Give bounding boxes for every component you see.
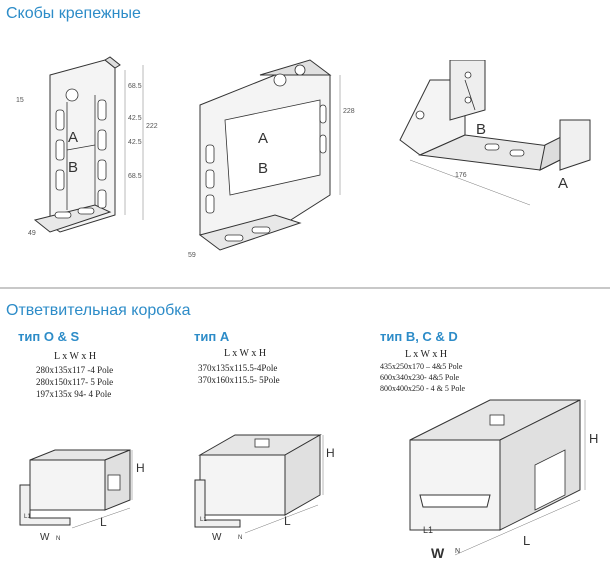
box-os-spec-1: 280x135x117 -4 Pole [36,365,114,375]
bracket-1-label-b: B [68,159,78,176]
box-a-title: тип A [194,329,230,344]
box-a-bracket [194,479,241,528]
bracket-3-slot [484,143,500,151]
box-bcd-spec-3: 800x400x250 - 4 & 5 Pole [380,384,466,393]
bracket-2-label-b: B [258,160,268,177]
box-os-spec-3: 197x135x 94- 4 Pole [36,389,112,399]
box-os-spec-2: 280x150x117- 5 Pole [36,377,114,387]
bracket-1-height-dim: 222 [146,123,158,130]
bracket-3-back-plate [449,60,486,121]
box-os-bracket [19,484,71,526]
box-a-spec-1: 370x135x115.5-4Pole [198,363,278,373]
box-os-label-h: H [136,461,145,475]
bracket-1-dim-2: 42.5 [128,115,142,122]
box-os-label-l1: L1 [24,514,31,520]
section-title-junction-box: Ответвительная коробка [6,302,191,319]
bracket-1-dim-4: 68.5 [128,173,142,180]
bracket-2-slot [205,144,215,164]
box-os-window [107,474,121,491]
bracket-2-bottom-dim: 59 [188,252,196,259]
bracket-3-hole [464,96,472,104]
box-bcd-title: тип B, C & D [380,329,458,344]
bracket-1-dim-3: 42.5 [128,139,142,146]
box-a-label-h: H [326,446,335,460]
bracket-2-height-dim: 228 [343,108,355,115]
bracket-3-right-plate [559,119,591,171]
bracket-1-dim-1: 68.5 [128,83,142,90]
box-os-title: тип O & S [18,329,80,344]
bracket-1-slot [55,139,65,161]
bracket-2-label-a: A [258,130,268,147]
bracket-2-drawing: A B 228 59 [188,59,355,259]
bracket-1-drawing: A B 68.5 42.5 42.5 68.5 222 15 49 [16,56,158,237]
box-a-front [199,454,286,516]
box-os-label-l: L [100,515,107,529]
box-os-lwh: L x W x H [54,351,97,362]
bracket-2-slot [205,194,215,214]
box-bcd-panel [534,449,566,511]
bracket-1-slot [97,129,107,151]
bracket-2-foot-slot [251,226,271,234]
bracket-3-hole [415,110,425,120]
bracket-2-slot [205,169,215,189]
box-a-label-l: L [284,514,291,528]
box-bcd-spec-2: 600x340x230- 4&5 Pole [380,373,460,382]
box-a-label-w: W [212,532,222,543]
bracket-3-label-b: B [476,121,486,138]
bracket-2-slot [319,134,327,154]
box-a-drawing: H L W L1 N [194,434,335,543]
bracket-2-foot-slot [224,234,244,242]
box-a-lwh: L x W x H [224,348,267,359]
bracket-1-slot [97,189,107,209]
bracket-1-slot [55,109,65,131]
bracket-2-bolt [273,73,287,87]
bracket-3-width-dim: 176 [455,172,467,179]
bracket-2-bolt [294,64,306,76]
box-bcd-label-w: W [431,545,445,561]
bracket-1-slot [55,169,65,191]
bracket-1-top-flange [104,56,121,69]
bracket-1-slot [97,159,107,181]
box-a-handle [254,438,270,448]
box-bcd-label-l: L [523,533,530,548]
box-os-drawing: H L W L1 N [19,449,145,543]
bracket-2-opening [224,99,321,196]
bracket-1-label-a: A [68,129,78,146]
bracket-3-slot [509,149,525,157]
bracket-1-bottom-dim: 49 [28,230,36,237]
section-title-brackets: Скобы крепежные [6,5,141,22]
box-os-label-n: N [56,536,60,542]
bracket-1-foot-slot [54,211,72,219]
box-bcd-label-h: H [589,431,598,446]
box-bcd-label-l1: L1 [423,525,433,535]
box-bcd-spec-1: 435x250x170 – 4&5 Pole [380,362,463,371]
box-os-front [29,459,106,511]
bracket-1-slot [97,99,107,121]
box-bcd-handle [419,494,491,508]
bracket-3-hole [464,71,472,79]
box-bcd-drawing: H L W L1 N [409,399,598,561]
bracket-1-top-dim: 15 [16,97,24,104]
box-a-side [284,434,321,516]
bracket-2-foot [198,214,302,251]
bracket-3-label-a: A [558,175,568,192]
bracket-1-bolt [65,88,79,102]
box-bcd-label-n: N [455,548,460,555]
bracket-2-top-flange [259,59,332,76]
bracket-1-foot-slot [77,207,95,215]
box-bcd-front [409,439,501,531]
box-bcd-lwh: L x W x H [405,349,448,360]
bracket-3-drawing: B A 176 [399,60,591,206]
box-os-label-w: W [40,532,50,543]
box-a-label-n: N [238,535,242,541]
box-a-label-l1: L1 [200,517,207,523]
bracket-2-slot [319,104,327,124]
box-a-spec-2: 370x160x115.5- 5Pole [198,375,280,385]
box-bcd-lock [489,414,505,426]
section-divider [0,287,610,289]
